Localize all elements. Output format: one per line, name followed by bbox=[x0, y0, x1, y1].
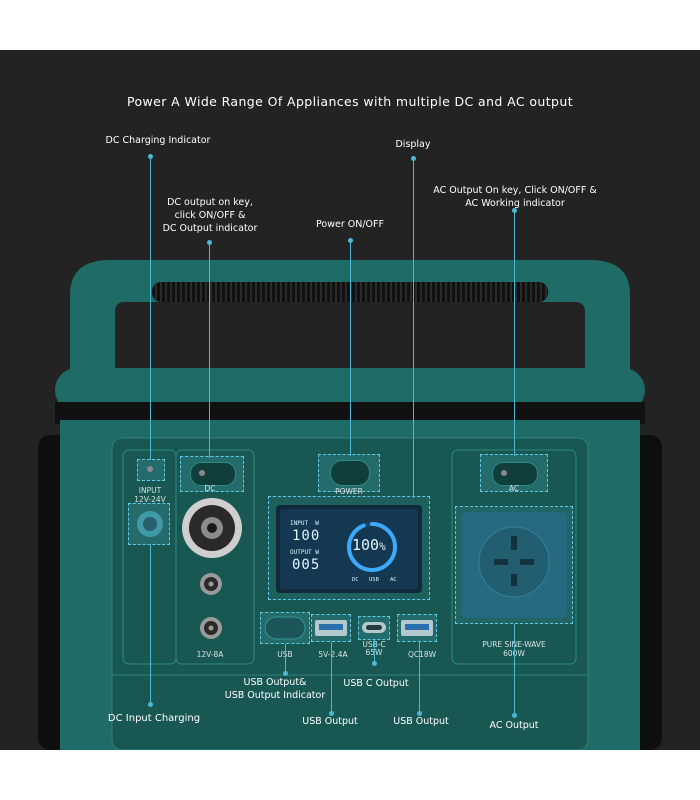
ac-socket-highlight[interactable] bbox=[455, 506, 573, 624]
callout-display: Display bbox=[395, 139, 431, 150]
leader-usb-indicator bbox=[285, 644, 286, 674]
input-indicator-led bbox=[147, 466, 153, 472]
leader-dot bbox=[148, 154, 153, 159]
leader-dot bbox=[512, 208, 517, 213]
ac-indicator-led bbox=[501, 470, 507, 476]
callout-usb-output-2: USB Output bbox=[393, 716, 449, 727]
headline: Power A Wide Range Of Appliances with mu… bbox=[126, 94, 574, 109]
callout-usb-output-indicator: USB Output& USB Output Indicator bbox=[224, 677, 326, 701]
leader-ac-output bbox=[514, 624, 515, 716]
leader-usb-output-1 bbox=[331, 642, 332, 714]
dc-input-port-highlight[interactable] bbox=[128, 503, 170, 545]
lcd-input-label: INPUT W bbox=[290, 520, 319, 527]
callout-power-onoff: Power ON/OFF bbox=[316, 219, 384, 230]
ac-rating: PURE SINE-WAVE600W bbox=[482, 640, 546, 658]
leader-dc-output bbox=[209, 244, 210, 458]
usb-a-port-1[interactable] bbox=[311, 614, 351, 642]
display-highlight bbox=[268, 496, 430, 600]
qc-rating: QC18W bbox=[407, 650, 437, 659]
leader-dot bbox=[148, 702, 153, 707]
leader-dc-charging bbox=[150, 158, 151, 460]
power-button-pill[interactable] bbox=[330, 460, 370, 486]
ac-label: AC bbox=[508, 484, 520, 493]
leader-dc-input bbox=[150, 545, 151, 705]
usb-output-button[interactable] bbox=[260, 612, 310, 644]
leader-dot bbox=[372, 661, 377, 666]
leader-dot bbox=[207, 240, 212, 245]
callout-dc-charging-indicator: DC Charging Indicator bbox=[105, 135, 211, 146]
leader-dot bbox=[411, 156, 416, 161]
usb-c-port[interactable] bbox=[358, 616, 390, 640]
callout-ac-output: AC Output bbox=[489, 720, 539, 731]
dc-rating: 12V-8A bbox=[196, 650, 224, 659]
lcd-ac-tag: AC bbox=[390, 577, 397, 583]
leader-display bbox=[413, 160, 414, 498]
dc-indicator-led bbox=[199, 470, 205, 476]
usb-a-port-qc[interactable] bbox=[397, 614, 437, 642]
lcd-input-value: 100 bbox=[292, 528, 321, 544]
leader-usb-c bbox=[374, 640, 375, 664]
usb-a-rating: 5V-2.4A bbox=[318, 650, 348, 659]
leader-dot bbox=[348, 238, 353, 243]
lcd-output-label: OUTPUT W bbox=[290, 549, 319, 556]
leader-dot bbox=[417, 711, 422, 716]
callout-dc-input-charging: DC Input Charging bbox=[107, 713, 201, 724]
power-station-illustration bbox=[38, 260, 662, 750]
ac-button-pill[interactable] bbox=[492, 462, 538, 486]
lcd-output-value: 005 bbox=[292, 557, 321, 573]
lcd-battery-value: 100% bbox=[352, 536, 386, 554]
power-label: POWER bbox=[335, 487, 363, 496]
dc-button-pill[interactable] bbox=[190, 462, 236, 486]
dc-label: DC bbox=[204, 484, 216, 493]
leader-usb-output-2 bbox=[419, 642, 420, 714]
leader-dot bbox=[512, 713, 517, 718]
leader-dot bbox=[283, 671, 288, 676]
leader-ac-output-key bbox=[514, 212, 515, 456]
lcd-usb-tag: USB bbox=[369, 577, 379, 583]
leader-power bbox=[350, 242, 351, 456]
callout-usb-c-output: USB C Output bbox=[343, 678, 409, 689]
callout-usb-output-1: USB Output bbox=[302, 716, 358, 727]
callout-dc-output-key: DC output on key, click ON/OFF & DC Outp… bbox=[162, 197, 258, 234]
product-photo: Power A Wide Range Of Appliances with mu… bbox=[0, 50, 700, 750]
callout-ac-output-key: AC Output On key, Click ON/OFF & AC Work… bbox=[433, 185, 597, 209]
lcd-dc-tag: DC bbox=[352, 577, 359, 583]
leader-dot bbox=[329, 711, 334, 716]
